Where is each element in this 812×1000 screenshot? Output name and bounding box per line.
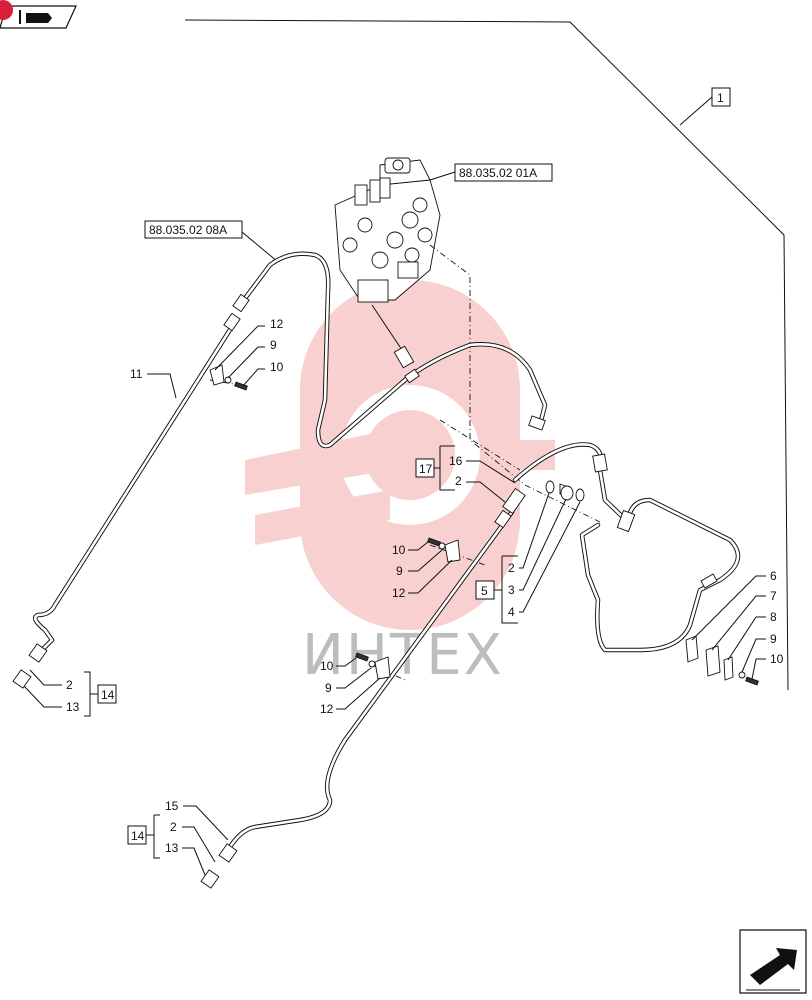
box-14-a [97,684,117,704]
label-7: 7 [770,589,777,603]
leader-6 [691,575,766,641]
label-10-c: 10 [320,659,334,673]
leader-12-b [408,559,453,594]
leader-3 [519,498,567,591]
leader-10-a [242,368,265,387]
label-10-b: 10 [392,543,406,557]
leader-11 [147,373,177,399]
leader-1 [679,96,713,126]
label-2-d: 2 [170,820,177,834]
label-9-b: 9 [396,564,403,578]
clamp-c [355,652,391,680]
leader-16 [466,460,516,484]
leader-8 [727,616,766,661]
ref-box-hose [144,220,243,239]
leader-2-b [519,492,550,569]
pipe-15 [200,487,526,889]
label-9-a: 9 [270,338,277,352]
control-valve [334,157,441,369]
box-1 [711,87,731,107]
leader-10-b [408,541,429,551]
label-10-a: 10 [270,360,284,374]
leader-2-a [466,481,506,503]
label-8: 8 [770,610,777,624]
leader-9-b [408,549,443,572]
leader-13-b [182,847,206,876]
leader-4 [519,501,581,613]
leader-9-d [741,638,766,673]
label-13-b: 13 [165,841,179,855]
label-12-c: 12 [320,702,334,716]
label-box-14-a: 14 [101,688,115,702]
label-box-17: 17 [419,462,433,476]
label-6: 6 [770,569,777,583]
hose-assembly [232,251,548,449]
label-11: 11 [130,367,143,381]
label-4: 4 [508,605,515,619]
leader-valve-ref [429,171,456,181]
label-9-c: 9 [325,681,332,695]
ref-hose: 88.035.02 08A [149,223,227,237]
pipe-11 [12,312,241,689]
leader-15 [183,805,229,841]
ref-box-valve [454,163,553,182]
label-box-5: 5 [481,584,488,598]
part-1-leader [184,19,789,691]
bracket-14-b [146,814,160,859]
leader-10-d [751,658,766,680]
label-2-b: 2 [508,561,515,575]
watermark-text: ИНТЕХ [302,623,504,688]
centerline-a [429,244,601,523]
pipe-right-loop [512,442,741,653]
label-9-d: 9 [770,632,777,646]
clamp-d [685,635,759,686]
leader-10-c [336,657,357,667]
leader-9-a [227,346,265,379]
book-arrow-icon[interactable] [0,0,77,29]
label-box-1: 1 [717,91,724,105]
leader-2-c [29,669,62,686]
leader-7 [711,595,766,651]
centerline-b [439,419,521,471]
bracket-17 [434,445,455,491]
bracket-5 [494,555,518,624]
bracket-14-a [84,671,98,717]
label-10-d: 10 [770,652,784,666]
label-15: 15 [165,799,179,813]
leader-2-d [182,826,216,863]
label-12-b: 12 [392,586,406,600]
leader-9-c [336,667,372,689]
clamp-b [427,537,461,563]
clamp-a [209,364,248,391]
label-2-c: 2 [66,678,73,692]
label-13-a: 13 [66,700,80,714]
next-page-arrow-icon[interactable] [739,929,807,994]
leader-13-a [23,685,62,708]
label-2-a: 2 [455,474,462,488]
label-3: 3 [508,583,515,597]
label-16: 16 [449,454,463,468]
leader-12-c [336,677,381,710]
ref-valve: 88.035.02 01A [459,166,537,180]
label-12-a: 12 [270,317,284,331]
leader-12-a [214,325,265,371]
fitting-parts [545,480,585,502]
label-box-14-b: 14 [131,829,145,843]
leader-hose-ref [241,231,279,263]
